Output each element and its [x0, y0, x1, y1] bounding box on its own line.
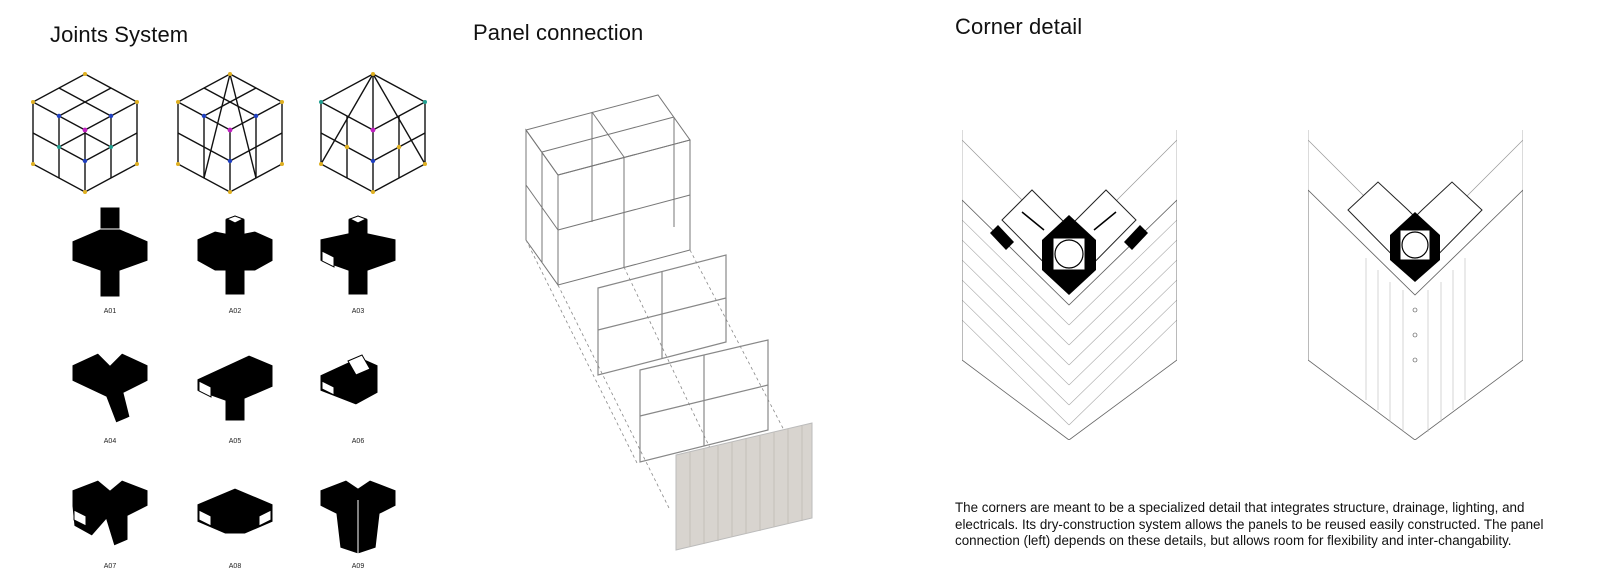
joint-a07-icon — [71, 479, 149, 547]
joint-a04-icon — [71, 352, 149, 424]
wood-cladding-panel — [675, 422, 813, 551]
panel-connection-diagram — [525, 94, 813, 551]
joint-a07: A07 — [68, 460, 152, 570]
joint-a02: A02 — [193, 205, 277, 315]
corner-detail-section-right — [1308, 130, 1523, 440]
joint-a09: A09 — [316, 460, 400, 570]
corner-description-text: The corners are meant to be a specialize… — [955, 500, 1544, 548]
joint-a01: A01 — [68, 205, 152, 315]
joint-a03: A03 — [316, 205, 400, 315]
joint-grid-diagram-2 — [176, 72, 284, 194]
joint-a05: A05 — [193, 335, 277, 445]
joint-a02-label: A02 — [228, 308, 242, 315]
joint-a06-label: A06 — [351, 438, 365, 445]
joint-a04: A04 — [68, 335, 152, 445]
joint-a03-label: A03 — [351, 308, 365, 315]
corner-detail-section-left — [962, 130, 1177, 440]
joint-grid-diagram-1 — [31, 72, 139, 194]
joint-a07-label: A07 — [103, 563, 117, 570]
joint-a05-icon — [196, 354, 274, 422]
joint-grid-diagram-3 — [319, 72, 427, 194]
panel-connection-title: Panel connection — [473, 20, 644, 45]
corner-detail-title: Corner detail — [955, 14, 1083, 39]
joint-a01-icon — [71, 206, 149, 298]
joint-a06-icon — [319, 354, 379, 406]
joints-system-title: Joints System — [50, 22, 189, 47]
joint-a08: A08 — [193, 460, 277, 570]
joint-a08-icon — [196, 487, 274, 535]
joint-a08-label: A08 — [228, 563, 242, 570]
joint-a06: A06 — [316, 335, 400, 445]
joint-a03-icon — [319, 214, 397, 296]
joint-a01-label: A01 — [103, 308, 117, 315]
joint-a05-label: A05 — [228, 438, 242, 445]
joint-a04-label: A04 — [103, 438, 117, 445]
joint-a02-icon — [196, 214, 274, 296]
joint-a09-icon — [319, 479, 397, 555]
joint-a09-label: A09 — [351, 563, 365, 570]
